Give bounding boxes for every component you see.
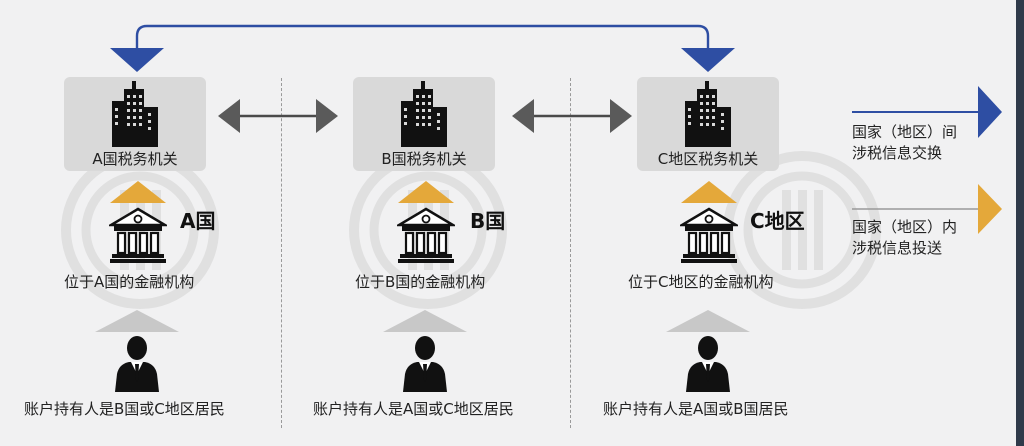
legend-arrow-inter bbox=[852, 86, 1002, 138]
legend-intra-text: 国家（地区）内 涉税信息投送 bbox=[852, 217, 957, 259]
bank-icon bbox=[680, 207, 738, 263]
exchange-arrowhead-c bbox=[681, 48, 735, 72]
legend-intra-line1: 国家（地区）内 bbox=[852, 218, 958, 236]
businessman-icon bbox=[115, 336, 159, 392]
bank-icon bbox=[109, 207, 167, 263]
report-arrow-b bbox=[398, 181, 454, 203]
office-building-icon bbox=[401, 81, 447, 147]
authority-box-b: B国税务机关 bbox=[353, 77, 495, 171]
holder-label-c: 账户持有人是A国或B国居民 bbox=[603, 400, 789, 418]
country-label-c: C地区 bbox=[750, 209, 805, 233]
authority-label-a: A国税务机关 bbox=[92, 150, 178, 168]
office-building-icon bbox=[685, 81, 731, 147]
legend-intra-line2: 涉税信息投送 bbox=[852, 239, 943, 257]
holder-label-b: 账户持有人是A国或C地区居民 bbox=[313, 400, 514, 418]
holder-arrow-c bbox=[666, 310, 750, 332]
bank-icon bbox=[397, 207, 455, 263]
institution-label-c: 位于C地区的金融机构 bbox=[628, 273, 774, 291]
legend-inter-line1: 国家（地区）间 bbox=[852, 123, 958, 141]
holder-arrow-a bbox=[95, 310, 179, 332]
office-building-icon bbox=[112, 81, 158, 147]
bidirectional-arrow-ab bbox=[218, 99, 338, 133]
country-label-b: B国 bbox=[470, 209, 506, 233]
section-divider bbox=[570, 78, 571, 428]
authority-label-b: B国税务机关 bbox=[381, 150, 467, 168]
right-edge-bar bbox=[1016, 0, 1024, 446]
businessman-icon bbox=[686, 336, 730, 392]
report-arrow-a bbox=[110, 181, 166, 203]
bidirectional-arrow-bc bbox=[512, 99, 632, 133]
watermark-logo bbox=[723, 151, 881, 309]
authority-box-c: C地区税务机关 bbox=[637, 77, 779, 171]
authority-label-c: C地区税务机关 bbox=[657, 150, 759, 168]
holder-arrow-b bbox=[383, 310, 467, 332]
legend-inter-text: 国家（地区）间 涉税信息交换 bbox=[852, 122, 957, 164]
institution-label-b: 位于B国的金融机构 bbox=[355, 273, 486, 291]
legend-arrow-intra bbox=[852, 184, 1002, 234]
businessman-icon bbox=[403, 336, 447, 392]
authority-box-a: A国税务机关 bbox=[64, 77, 206, 171]
legend-inter-line2: 涉税信息交换 bbox=[852, 144, 943, 162]
exchange-arrowhead-a bbox=[110, 48, 164, 72]
country-label-a: A国 bbox=[180, 209, 216, 233]
institution-label-a: 位于A国的金融机构 bbox=[64, 273, 195, 291]
holder-label-a: 账户持有人是B国或C地区居民 bbox=[24, 400, 225, 418]
section-divider bbox=[281, 78, 282, 428]
report-arrow-c bbox=[681, 181, 737, 203]
